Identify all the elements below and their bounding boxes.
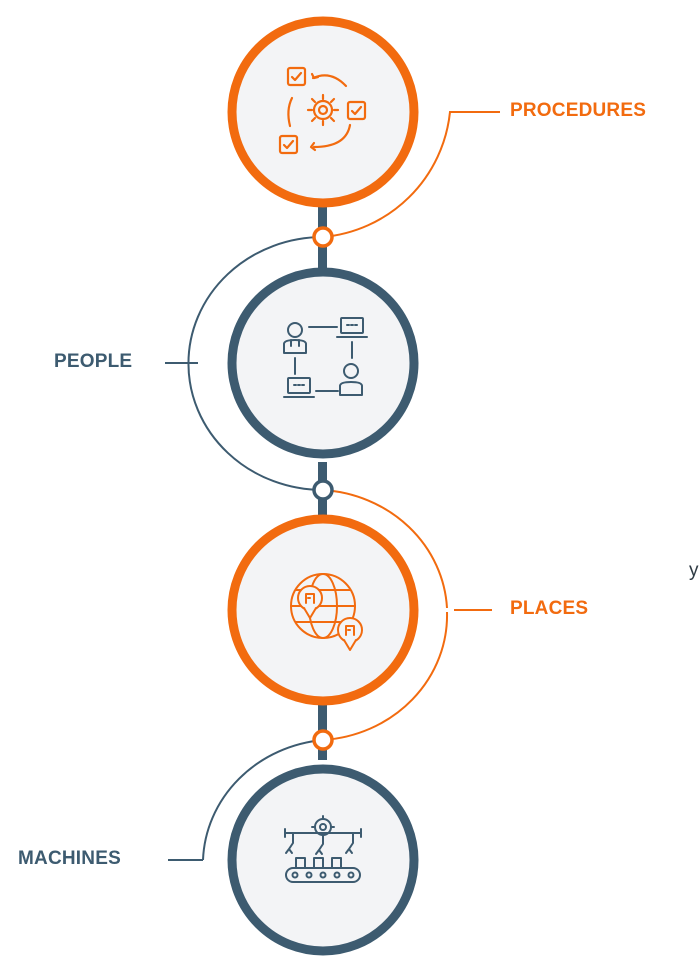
connector-3-4 [318,690,327,760]
arc-places [322,489,448,609]
arc-places-lower [322,611,449,741]
junction-nodes [312,226,334,751]
node-3 [312,729,334,751]
checklist-gear-cycle-icon [278,66,367,155]
circle-places [227,514,419,706]
globe-location-icon [290,573,363,651]
label-procedures: PROCEDURES [510,100,647,121]
step-circles [227,16,419,956]
node-2 [312,479,334,501]
circle-procedures [227,16,419,208]
arc-machines [202,739,324,861]
conveyor-robot-arms-icon [284,815,362,883]
people-laptops-network-icon [283,317,368,398]
label-places: PLACES [510,598,589,619]
label-people: PEOPLE [54,351,133,372]
circle-people [227,267,419,459]
node-1 [312,226,334,248]
arc-procedures [322,111,465,238]
outer-arcs [165,111,500,861]
cropped-text-fragment: y [689,560,699,581]
label-machines: MACHINES [18,848,121,869]
